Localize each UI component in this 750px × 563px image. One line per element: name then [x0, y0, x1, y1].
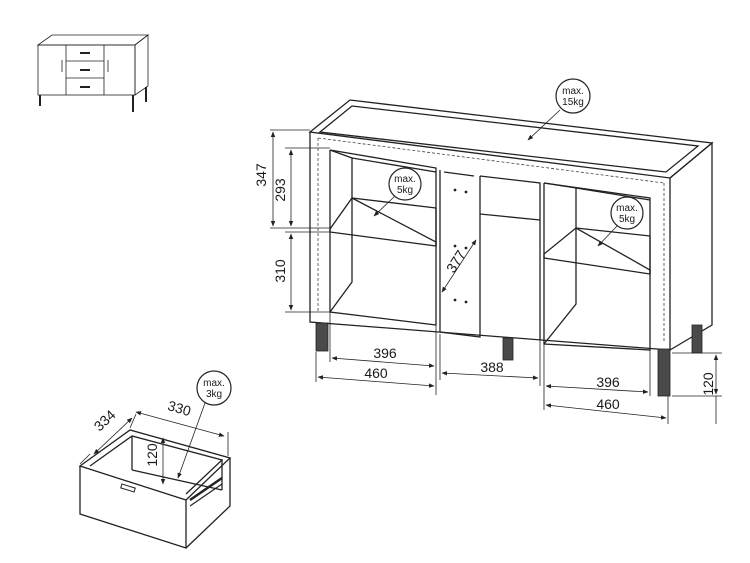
dim-334: 334 — [91, 406, 119, 434]
load-left-line1: max. — [394, 174, 416, 185]
load-top-line2: 15kg — [562, 97, 584, 108]
load-right-line1: max. — [616, 203, 638, 214]
dim-460-left: 460 — [364, 365, 388, 381]
load-callout-left-shelf: max. 5kg — [373, 167, 422, 217]
dim-388: 388 — [480, 359, 504, 375]
load-drawer-line1: max. — [203, 378, 225, 389]
load-left-line2: 5kg — [397, 185, 413, 196]
dim-396-left: 396 — [373, 345, 397, 361]
drawer-drawing — [78, 411, 232, 549]
load-callout-top: max. 15kg — [527, 78, 591, 141]
cabinet-drawing — [308, 99, 714, 397]
dim-120-drawer: 120 — [144, 443, 160, 467]
load-callout-drawer: max. 3kg — [177, 370, 232, 479]
load-right-line2: 5kg — [619, 214, 635, 225]
dim-330: 330 — [166, 397, 193, 419]
dimension-lines — [270, 129, 722, 424]
dim-347: 347 — [253, 163, 269, 187]
dim-396-right: 396 — [596, 374, 620, 390]
load-top-line1: max. — [562, 86, 584, 97]
sideboard-thumbnail — [36, 34, 150, 112]
dim-120-leg: 120 — [700, 372, 716, 396]
dim-310: 310 — [272, 259, 288, 283]
load-callout-right-shelf: max. 5kg — [597, 196, 644, 247]
dim-377: 377 — [443, 247, 469, 275]
dim-460-right: 460 — [596, 396, 620, 412]
dim-293: 293 — [272, 178, 288, 202]
load-drawer-line2: 3kg — [206, 389, 222, 400]
